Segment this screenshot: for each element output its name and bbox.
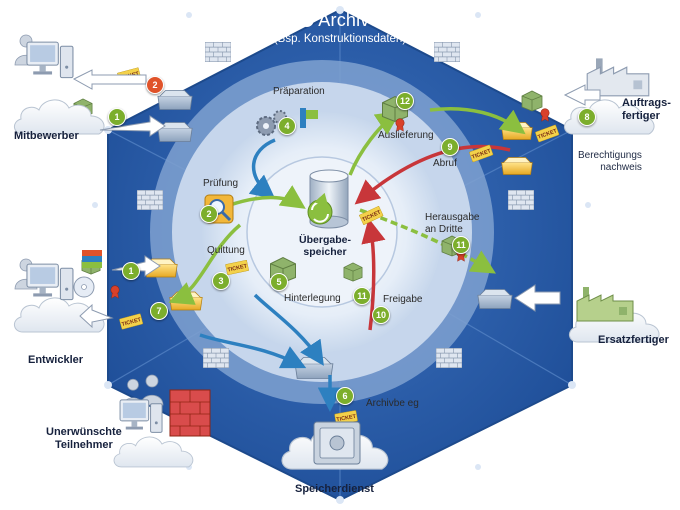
outbox-folder-icon [501,157,533,175]
label-herausgabe: Herausgabe an Dritte [425,212,480,235]
page-subtitle: (Bsp. Konstruktionsdaten) [273,33,407,45]
step-badge: 2 [146,76,164,94]
safe-icon [313,421,361,465]
firewall-icon [203,348,229,368]
cloud-icon [113,436,194,468]
firewall-icon [137,190,163,210]
header: Archive (Bsp. Konstruktionsdaten) [274,10,406,45]
seal-icon [540,108,550,122]
computer-icon [26,41,74,79]
label-mitbewerber: Mitbewerber [14,130,79,142]
shield-icon [300,11,315,27]
step-badge: 5 [270,273,288,291]
page-title: Archive [318,10,380,30]
step-badge: 9 [441,138,459,156]
label-unerwuenschte: Unerwünschte Teilnehmer [46,426,122,451]
step-badge: 7 [150,302,168,320]
arrow-praeparation [248,138,276,200]
label-entwickler: Entwickler [28,354,84,366]
label-hinterlegung: Hinterlegung [284,293,341,304]
seal-icon [110,285,120,299]
computer-icon [119,399,163,433]
step-badge: 12 [396,92,414,110]
arrow-quittung [168,223,242,305]
firewall-icon [508,190,534,210]
step-badge: 11 [353,287,371,305]
arrow-hinterlegung [253,293,324,366]
arrow-freigabe [361,218,386,331]
step-badge: 4 [278,117,296,135]
label-ersatzfertiger: Ersatzfertiger [598,334,669,346]
label-uebergabespeicher: Übergabe- speicher [299,234,351,259]
step-badge: 3 [212,272,230,290]
arrow-hinterlegung-2 [199,333,307,369]
arrow-pruefung [229,185,306,209]
arrow-auslieferung-out [429,106,526,135]
label-quittung: Quittung [207,245,245,256]
step-badge: 8 [578,108,596,126]
recycle-icon [307,192,333,225]
firewall-red-icon [169,389,211,437]
inbox-tray-icon [477,289,513,309]
external-arrows [72,69,601,329]
label-archivbeleg: Archivbe eg [366,398,419,409]
label-auftragsfertiger: Auftrags- fertiger [622,97,671,122]
outbox-folder-icon [501,122,533,140]
package-icon [521,90,543,112]
step-badge: 6 [336,387,354,405]
firewall-icon [434,42,460,62]
step-badge: 1 [122,262,140,280]
factory-icon [576,286,634,322]
firewall-icon [436,348,462,368]
label-speicherdienst: Speicherdienst [295,483,374,495]
inbox-tray-icon [294,357,334,379]
step-badge: 11 [452,236,470,254]
cd-icon [73,276,95,298]
step-badge: 10 [372,306,390,324]
firewall-icon [205,42,231,62]
tool-icon [300,108,318,128]
label-praeparation: Präparation [273,86,325,97]
step-badge: 1 [108,108,126,126]
label-auslieferung: Auslieferung [378,130,434,141]
transfer-arrow-icon [514,284,561,312]
step-badge: 2 [200,205,218,223]
inbox-tray-icon [157,90,193,110]
label-freigabe: Freigabe [383,294,423,305]
computer-icon [26,263,74,301]
books-icon [82,250,102,268]
label-berechtigungsnachweis: Berechtigungs nachweis [578,150,642,173]
label-abruf: Abruf [433,158,457,169]
label-pruefung: Prüfung [203,178,239,189]
